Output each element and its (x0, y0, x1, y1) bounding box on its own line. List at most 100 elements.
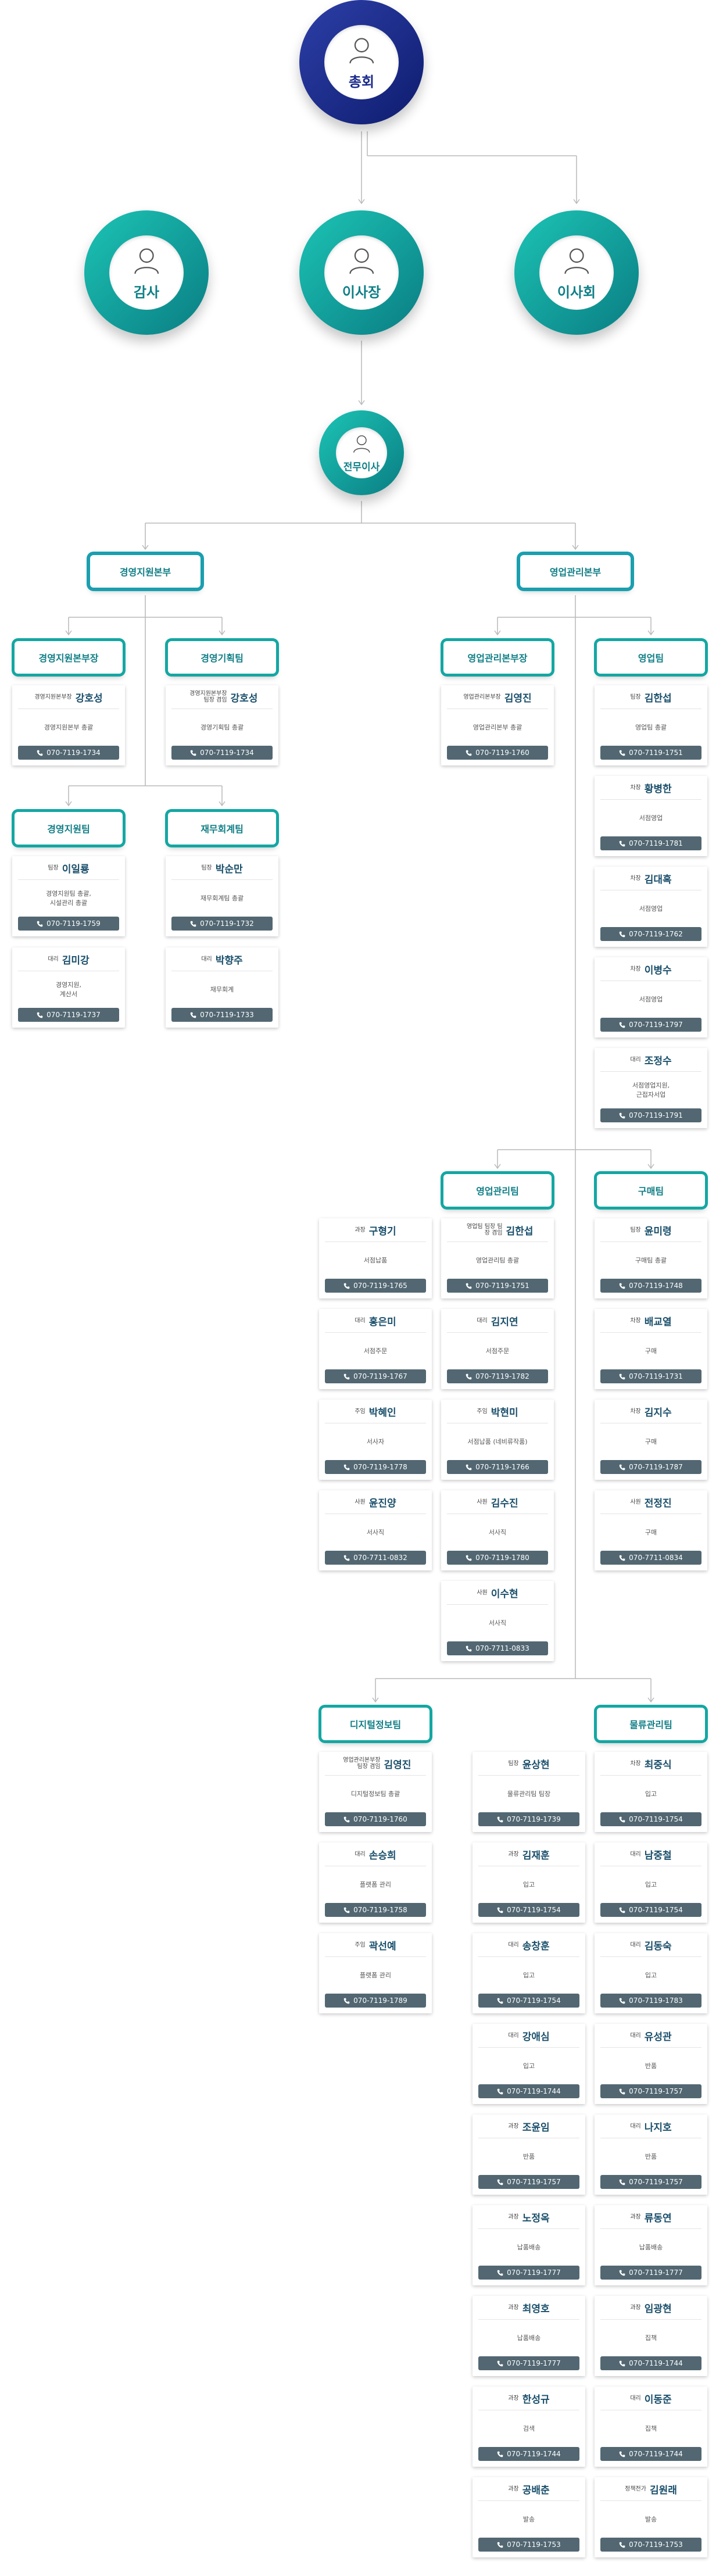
staff-name: 김대혹 (644, 874, 672, 885)
staff-position: 대리 (630, 2395, 641, 2402)
staff-position: 대리 (201, 956, 212, 963)
staff-position: 과장 (508, 2123, 519, 2130)
divider (600, 1332, 701, 1333)
staff-position: 경영지원본부장 (34, 693, 72, 700)
phone-badge: 070-7119-1748 (600, 1279, 701, 1293)
phone-badge: 070-7119-1753 (478, 2538, 579, 2552)
divider (600, 2047, 701, 2048)
staff-position: 팀장 (48, 864, 59, 871)
staff-duty: 반품 (645, 2062, 657, 2070)
phone-badge: 070-7119-1732 (171, 917, 273, 931)
phone-icon (190, 750, 196, 756)
staff-duty: 서점영업 (639, 995, 663, 1003)
staff-position: 팀장 (630, 1226, 641, 1233)
staff-duty: 영업관리팀 총괄 (475, 1256, 520, 1264)
arrow-head (65, 630, 72, 636)
staff-name: 강애심 (522, 2031, 550, 2042)
staff-name: 김수진 (491, 1497, 518, 1509)
phone-badge: 070-7119-1744 (600, 2356, 701, 2370)
staff-name: 박향주 (215, 954, 243, 966)
person-icon (134, 248, 159, 274)
staff-name: 박혜인 (368, 1407, 396, 1418)
staff-position: 대리 (477, 1317, 488, 1324)
staff-position: 과장 (508, 2304, 519, 2311)
phone-icon (466, 1373, 472, 1379)
staff-name: 이병수 (644, 964, 672, 976)
phone-number: 070-7119-1758 (353, 1906, 407, 1914)
staff-position: 주임 (355, 1941, 366, 1948)
phone-number: 070-7119-1754 (629, 1815, 683, 1823)
staff-position: 주임 (477, 1408, 488, 1415)
staff-name: 전정진 (644, 1497, 672, 1509)
staff-duty: 경영기획팀 총괄 (200, 723, 244, 731)
staff-name: 윤미령 (644, 1225, 672, 1237)
staff-position: 차장 (630, 1408, 641, 1415)
phone-number: 070-7119-1733 (200, 1011, 254, 1019)
phone-number: 070-7119-1737 (46, 1011, 101, 1019)
phone-number: 070-7119-1757 (629, 2087, 683, 2095)
phone-number: 070-7119-1789 (353, 1997, 407, 2005)
divider (478, 2500, 579, 2501)
phone-badge: 070-7119-1759 (18, 917, 119, 931)
dept-purchase-team: 구매팀 (597, 1174, 705, 1207)
phone-badge: 070-7119-1797 (600, 1018, 701, 1032)
staff-duty: 납품배송 (517, 2334, 541, 2342)
dept-logistics-team: 물류관리팀 (597, 1708, 705, 1740)
phone-number: 070-7119-1753 (629, 2541, 683, 2549)
staff-duty: 구매팀 총괄 (635, 1256, 667, 1264)
arrow-head (647, 630, 654, 636)
phone-number: 070-7119-1778 (353, 1463, 407, 1471)
staff-duty: 경영지원, 계산서 (56, 981, 81, 998)
staff-position: 경영지원본부장 팀장 겸임 (189, 690, 227, 703)
staff-position: 대리 (630, 1941, 641, 1948)
staff-position: 영업관리본부장 (463, 693, 501, 700)
divider (478, 1956, 579, 1957)
phone-icon (343, 1816, 350, 1822)
phone-badge: 070-7119-1760 (325, 1812, 426, 1826)
phone-number: 070-7119-1748 (629, 1282, 683, 1290)
staff-duty: 서점납품 (네비류작품) (467, 1437, 528, 1446)
arrow-head (372, 1697, 379, 1703)
staff-position: 과장 (508, 2485, 519, 2492)
phone-badge: 070-7119-1751 (447, 1279, 548, 1293)
staff-name: 임광현 (644, 2303, 672, 2314)
dept-sales-team: 영업팀 (597, 641, 705, 674)
phone-badge: 070-7119-1777 (600, 2266, 701, 2280)
staff-name: 김지연 (491, 1316, 518, 1328)
staff-position: 과장 (508, 2395, 519, 2402)
phone-badge: 070-7119-1762 (600, 927, 701, 941)
staff-position: 사원 (630, 1498, 641, 1505)
phone-icon (497, 2270, 503, 2276)
arrow-head (358, 400, 365, 406)
phone-icon (619, 1112, 625, 1118)
staff-duty: 구매 (645, 1347, 657, 1355)
phone-number: 070-7119-1731 (629, 1372, 683, 1380)
phone-badge: 070-7119-1767 (325, 1369, 426, 1383)
staff-position: 차장 (630, 965, 641, 972)
staff-position: 주임 (355, 1408, 366, 1415)
staff-name: 김지수 (644, 1407, 672, 1418)
arrow-head (219, 630, 226, 636)
divider (325, 1956, 426, 1957)
staff-position: 대리 (630, 1851, 641, 1858)
phone-badge: 070-7711-0833 (447, 1641, 548, 1655)
divider (600, 1071, 701, 1072)
